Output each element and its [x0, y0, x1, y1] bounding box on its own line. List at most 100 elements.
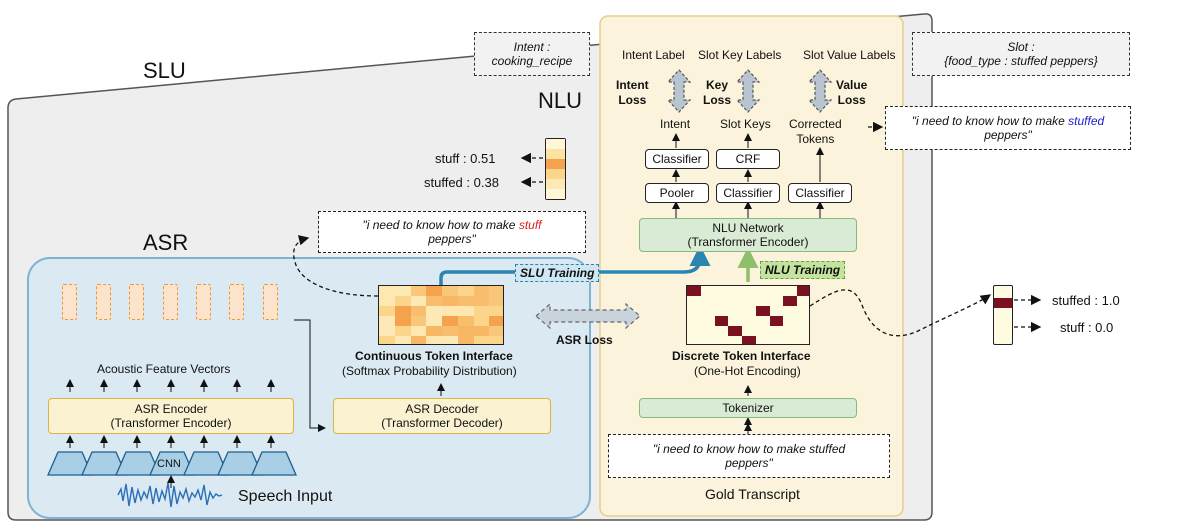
gold-transcript-label: Gold Transcript	[705, 486, 800, 502]
heatmap-cell	[457, 336, 474, 344]
heatmap-cell	[489, 286, 503, 297]
continuous-token-heatmap	[378, 285, 504, 345]
nlu-region-title: NLU	[538, 88, 583, 113]
heatmap-cell	[489, 296, 503, 307]
heatmap-cell	[394, 326, 411, 337]
onehot-cell	[755, 306, 770, 316]
gold-transcript-quote: "i need to know how to make stuffed pepp…	[608, 434, 890, 478]
onehot-cell	[728, 326, 743, 336]
slot-key-labels-header: Slot Key Labels	[698, 48, 782, 62]
slot-keys-output: Slot Keys	[720, 117, 771, 131]
asr-hypothesis-quote: "i need to know how to make stuff pepper…	[318, 211, 586, 253]
prob-stuffed-label: stuffed : 0.38	[424, 175, 499, 190]
acoustic-feature-vector	[163, 284, 178, 320]
acoustic-feature-vector	[196, 284, 211, 320]
slu-training-label: SLU Training	[515, 264, 600, 282]
heatmap-cell	[489, 326, 503, 337]
heatmap-cell	[426, 306, 443, 317]
heatmap-cell	[489, 306, 503, 317]
heatmap-cell	[379, 316, 396, 327]
intent-classifier-block: Classifier	[645, 149, 709, 169]
heatmap-cell	[457, 296, 474, 307]
probability-cell	[546, 169, 565, 179]
corrected-transcript-quote: "i need to know how to make stuffed pepp…	[885, 106, 1131, 150]
heatmap-cell	[489, 316, 503, 327]
heatmap-cell	[442, 306, 459, 317]
intent-annotation-box: Intent : cooking_recipe	[474, 32, 590, 76]
probability-cell	[546, 189, 565, 199]
heatmap-cell	[457, 286, 474, 297]
heatmap-cell	[394, 316, 411, 327]
heatmap-cell	[426, 316, 443, 327]
asr-encoder-block: ASR Encoder (Transformer Encoder)	[48, 398, 294, 434]
probability-cell	[546, 179, 565, 189]
heatmap-cell	[473, 306, 490, 317]
acoustic-feature-vector	[62, 284, 77, 320]
onehot-cell	[687, 286, 701, 296]
heatmap-cell	[442, 336, 459, 344]
corrected-quote-word: stuffed	[1068, 114, 1105, 128]
corrected-quote-pre: "i need to know how to make	[911, 114, 1069, 128]
heatmap-cell	[394, 336, 411, 344]
heatmap-cell	[379, 336, 396, 344]
heatmap-cell	[426, 336, 443, 344]
probability-cell	[546, 159, 565, 169]
speech-input-label: Speech Input	[238, 488, 333, 505]
onehot-cell	[769, 316, 784, 326]
onehot-active-cell	[994, 298, 1012, 308]
probability-cell	[546, 149, 565, 159]
heatmap-cell	[457, 316, 474, 327]
heatmap-cell	[489, 336, 503, 344]
probability-cell	[546, 139, 565, 149]
discrete-interface-title: Discrete Token Interface	[672, 349, 811, 363]
corrected-quote-post: peppers"	[984, 128, 1032, 142]
heatmap-cell	[442, 326, 459, 337]
heatmap-cell	[457, 306, 474, 317]
cnn-label: CNN	[157, 458, 181, 470]
continuous-interface-title: Continuous Token Interface	[355, 349, 513, 363]
pooler-block: Pooler	[645, 183, 709, 203]
continuous-interface-subtitle: (Softmax Probability Distribution)	[342, 364, 517, 378]
asr-hyp-pre: "i need to know how to make	[362, 218, 519, 232]
slu-region-title: SLU	[143, 58, 186, 83]
acoustic-feature-vectors-label: Acoustic Feature Vectors	[97, 362, 231, 376]
asr-region-title: ASR	[143, 230, 189, 255]
heatmap-cell	[426, 286, 443, 297]
heatmap-cell	[442, 296, 459, 307]
heatmap-cell	[457, 326, 474, 337]
heatmap-cell	[473, 296, 490, 307]
heatmap-cell	[394, 306, 411, 317]
asr-loss-arrow	[535, 302, 641, 330]
asr-region	[27, 257, 591, 519]
heatmap-cell	[442, 286, 459, 297]
heatmap-cell	[410, 306, 427, 317]
heatmap-cell	[426, 326, 443, 337]
heatmap-cell	[379, 326, 396, 337]
asr-hyp-post: peppers"	[428, 232, 476, 246]
heatmap-cell	[379, 306, 396, 317]
acoustic-feature-vector	[96, 284, 111, 320]
slot-key-classifier-block: Classifier	[716, 183, 780, 203]
heatmap-cell	[426, 296, 443, 307]
speech-waveform	[117, 482, 223, 508]
heatmap-cell	[473, 316, 490, 327]
intent-output: Intent	[660, 117, 691, 131]
heatmap-cell	[410, 336, 427, 344]
continuous-probability-bar	[545, 138, 566, 200]
crf-block: CRF	[716, 149, 780, 169]
tokenizer-block: Tokenizer	[639, 398, 857, 418]
heatmap-cell	[442, 316, 459, 327]
corrected-tokens-output: Corrected Tokens	[789, 117, 842, 146]
heatmap-cell	[410, 296, 427, 307]
heatmap-cell	[394, 286, 411, 297]
heatmap-cell	[473, 326, 490, 337]
onehot-cell	[797, 286, 809, 296]
discrete-interface-subtitle: (One-Hot Encoding)	[694, 364, 801, 378]
heatmap-cell	[410, 326, 427, 337]
asr-loss-label: ASR Loss	[556, 333, 613, 347]
onehot-cell	[742, 336, 756, 344]
heatmap-cell	[410, 286, 427, 297]
onehot-stuffed-label: stuffed : 1.0	[1052, 293, 1120, 308]
onehot-cell	[714, 316, 729, 326]
